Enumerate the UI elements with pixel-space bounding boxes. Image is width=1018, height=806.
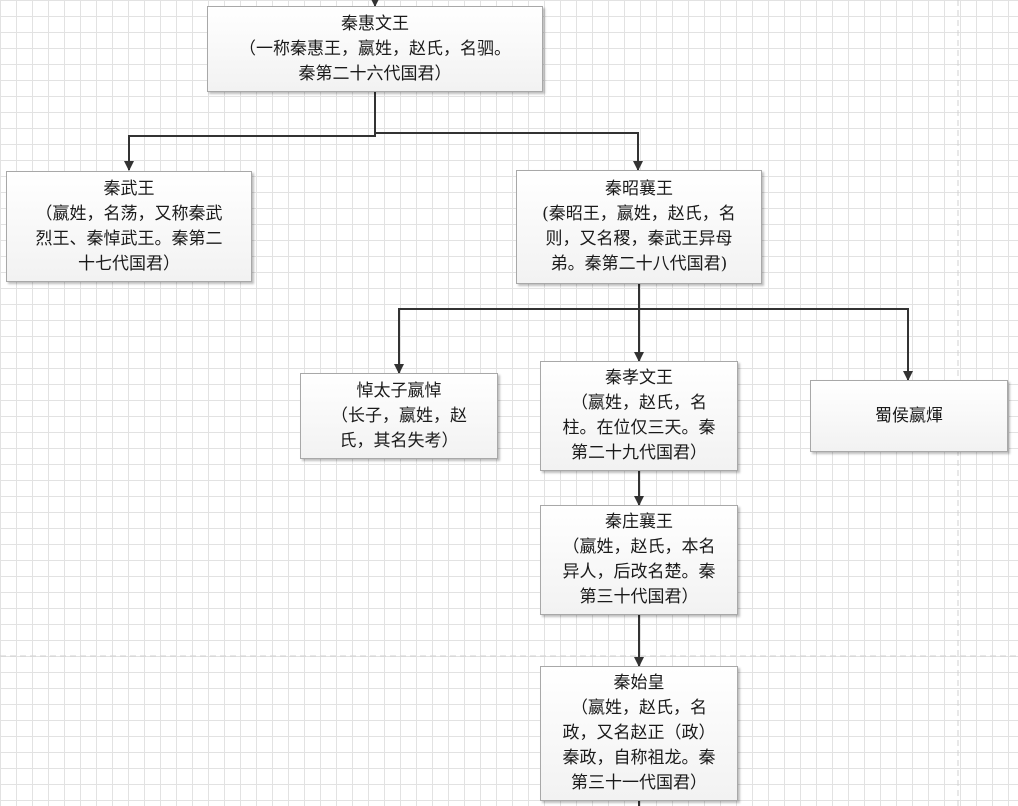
node-title: 秦惠文王	[341, 13, 409, 34]
node-qin-zhuangxiang[interactable]: 秦庄襄王 （嬴姓，赵氏，本名 异人，后改名楚。秦 第三十代国君）	[540, 505, 738, 615]
node-qin-zhaoxiang[interactable]: 秦昭襄王 (秦昭王，嬴姓，赵氏，名 则，又名稷，秦武王异母 弟。秦第二十八代国君…	[516, 170, 762, 284]
node-detail: （嬴姓，名荡，又称秦武 烈王、秦悼武王。秦第二 十七代国君）	[35, 203, 223, 274]
node-dao-taizi[interactable]: 悼太子嬴悼 （长子，嬴姓，赵 氏，其名失考）	[300, 373, 498, 459]
connector-zhaoxiang-to-daotaizi	[394, 284, 640, 374]
node-detail: （嬴姓，赵氏，本名 异人，后改名楚。秦 第三十代国君）	[562, 537, 716, 607]
connector-huiwen-to-wu	[124, 92, 376, 171]
node-qin-wu[interactable]: 秦武王 （嬴姓，名荡，又称秦武 烈王、秦悼武王。秦第二 十七代国君）	[6, 171, 252, 282]
node-title: 悼太子嬴悼	[356, 380, 442, 401]
node-shu-hou[interactable]: 蜀侯嬴煇	[810, 380, 1008, 452]
node-title: 蜀侯嬴煇	[875, 405, 943, 426]
node-title: 秦始皇	[613, 673, 665, 693]
node-detail: (秦昭王，嬴姓，赵氏，名 则，又名稷，秦武王异母 弟。秦第二十八代国君)	[542, 204, 736, 274]
node-qin-shihuang[interactable]: 秦始皇 （嬴姓，赵氏，名 政，又名赵正（政） 秦政，自称祖龙。秦 第三十一代国君…	[540, 666, 738, 801]
connector-zhaoxiang-to-shuhou	[639, 308, 913, 381]
node-title: 秦昭襄王	[605, 179, 673, 199]
node-title: 秦庄襄王	[605, 512, 673, 532]
node-qin-xiaowen[interactable]: 秦孝文王 （嬴姓，赵氏，名 柱。在位仅三天。秦 第二十九代国君）	[540, 361, 738, 471]
node-detail: （长子，嬴姓，赵 氏，其名失考）	[331, 405, 467, 451]
node-detail: （嬴姓，赵氏，名 政，又名赵正（政） 秦政，自称祖龙。秦 第三十一代国君）	[562, 698, 716, 793]
node-detail: （嬴姓，赵氏，名 柱。在位仅三天。秦 第二十九代国君）	[562, 393, 716, 463]
node-title: 秦孝文王	[605, 368, 673, 388]
node-detail: （一称秦惠王，嬴姓，赵氏，名驷。 秦第二十六代国君）	[239, 38, 511, 84]
node-qin-huiwen[interactable]: 秦惠文王 （一称秦惠王，嬴姓，赵氏，名驷。 秦第二十六代国君）	[207, 6, 543, 92]
connector-huiwen-to-zhaoxiang	[374, 92, 643, 171]
node-title: 秦武王	[103, 178, 155, 199]
